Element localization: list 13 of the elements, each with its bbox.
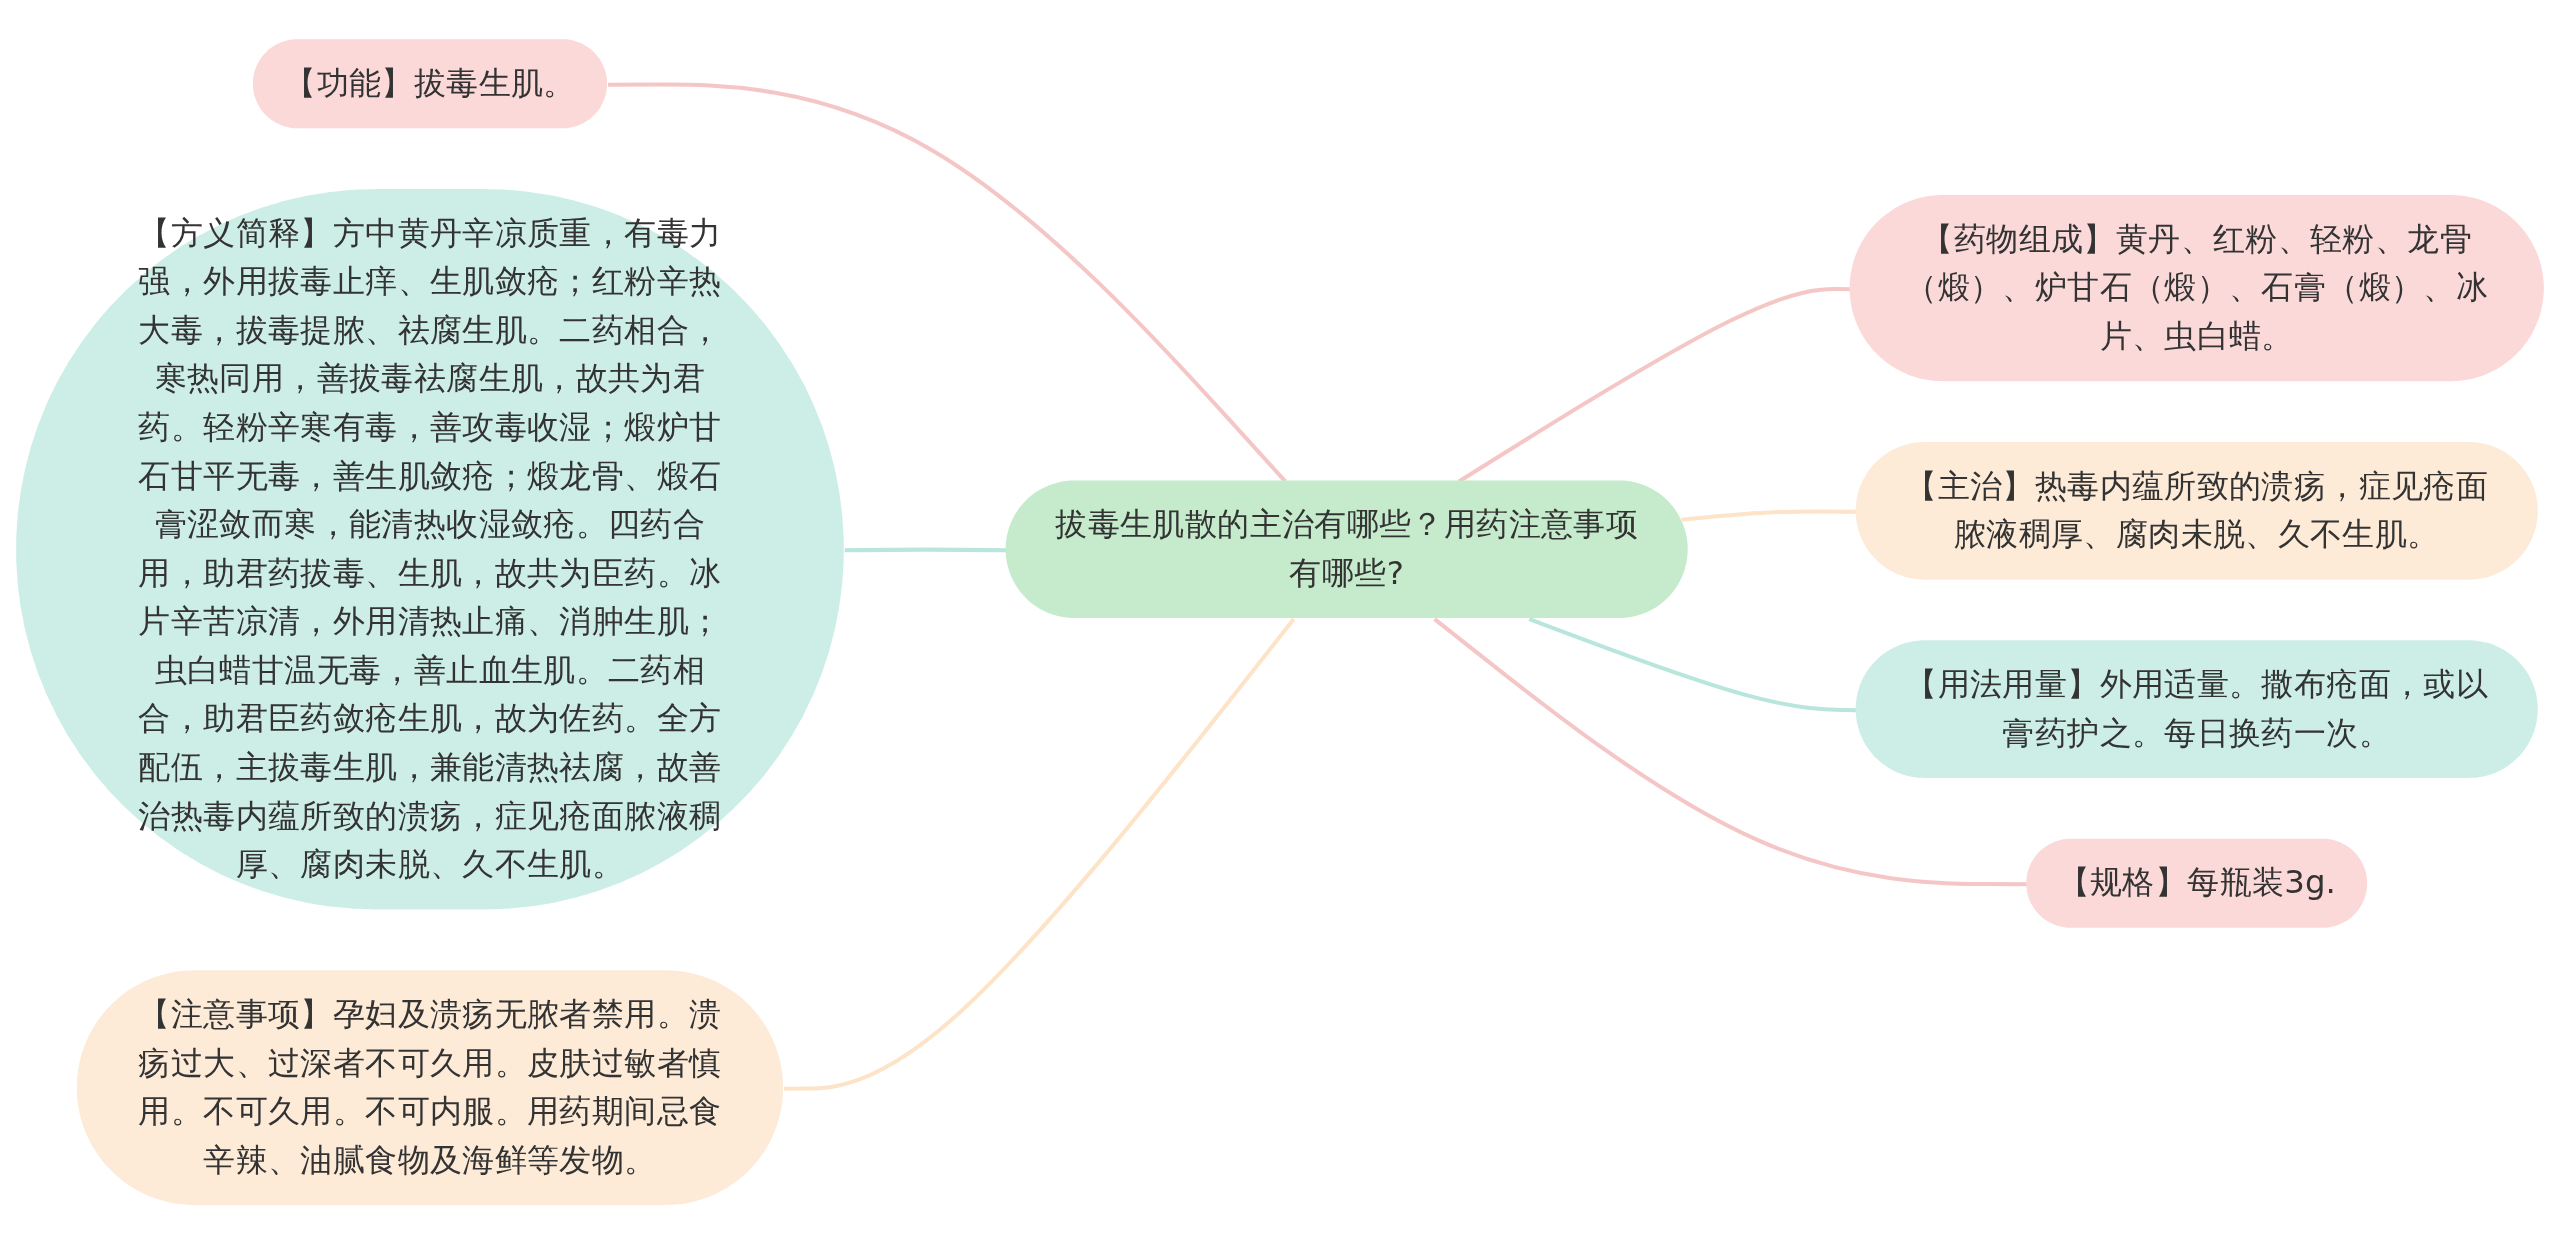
node-box <box>76 970 784 1206</box>
connector <box>1433 617 2028 887</box>
node-box <box>252 39 608 129</box>
node-box <box>1855 640 2538 779</box>
node-box <box>2026 839 2368 929</box>
connector <box>844 547 1007 553</box>
connector <box>1681 509 1857 523</box>
connector <box>784 618 1296 1092</box>
node-box <box>1855 442 2538 580</box>
mind-map: 拔毒生肌散的主治有哪些？用药注意事项有哪些? 【功能】拔毒生肌。 【方义简释】方中黄丹辛凉质重，有毒力强，外用拔毒止痒、生肌敛疮；红粉辛热大毒，拔毒提脓、祛腐生肌。二药相合，寒热同用，善拔毒祛腐生肌，故共为君药。轻粉辛寒有毒，善攻毒收湿；煅炉甘石甘平无毒，善生肌敛疮；煅龙骨、煅石膏涩敛而寒，能清热收湿敛疮。四药合用，助君药拔毒、生肌，故共为臣药。冰片辛苦凉清，外用清热止痛、消肿生肌；虫白蜡甘温无毒，善止血生肌。二药相合，助君臣药敛疮生肌，故为佐药。全方配伍，主拔毒生肌，兼能清热祛腐，故善治热毒内蕴所致的溃疡，症见疮面脓液稠厚、腐肉未脱、久不生肌。 【注意事项】孕妇及溃疡无脓者禁用。溃疡过大、过深者不可久用。皮肤过敏者慎用。不可久用。不可内服。用药期间忌食辛辣、油腻食物及海鲜等发物。 【药物组成】黄丹、红粉、轻粉、龙骨（煅）、炉甘石（煅）、石膏（煅）、冰片、虫白蜡。 【主治】热毒内蕴所致的溃疡，症见疮面脓液稠厚、腐肉未脱、久不生肌。 【用法用量】外用适量。撒布疮面，或以膏药护之。每日换药一次。 【规格】每瓶装3g. <box>0 23 2560 1222</box>
connector <box>1528 617 1857 713</box>
node-box <box>1849 195 2544 382</box>
node-box <box>1005 480 1688 619</box>
